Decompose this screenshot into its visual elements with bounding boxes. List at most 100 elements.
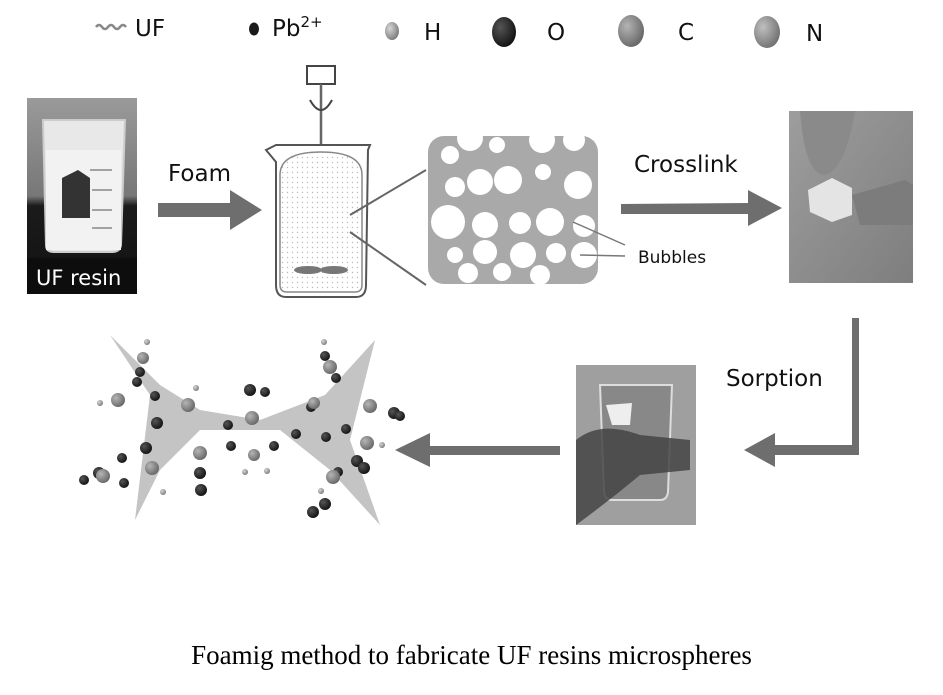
bubble bbox=[530, 265, 550, 285]
o-atom-icon bbox=[226, 441, 236, 451]
legend-item-uf: UF bbox=[95, 16, 165, 42]
c-atom-icon bbox=[137, 352, 149, 364]
foam-label: Foam bbox=[168, 161, 231, 187]
bubble bbox=[445, 177, 465, 197]
o-atom-icon bbox=[132, 377, 142, 387]
h-atom-icon bbox=[193, 385, 199, 391]
o-atom-icon bbox=[291, 429, 301, 439]
bubble bbox=[563, 129, 585, 151]
crosslinked-foam-photo bbox=[789, 111, 913, 283]
c-atom-icon bbox=[181, 398, 195, 412]
o-atom-icon bbox=[341, 424, 351, 434]
o-atom-icon bbox=[150, 391, 160, 401]
bubble bbox=[447, 247, 463, 263]
legend-item-o: O bbox=[492, 17, 565, 47]
h-atom-icon bbox=[97, 400, 103, 406]
h-atom-icon bbox=[242, 469, 248, 475]
c-atom-icon bbox=[145, 461, 159, 475]
bubble bbox=[472, 212, 498, 238]
legend-item-n: N bbox=[754, 16, 823, 48]
crosslink-label: Crosslink bbox=[634, 152, 738, 178]
sorption-label: Sorption bbox=[726, 366, 823, 392]
atoms-group bbox=[79, 339, 405, 518]
bubbles-group bbox=[431, 125, 597, 285]
o-atom-icon bbox=[358, 462, 370, 474]
o-atom-icon bbox=[269, 441, 279, 451]
o-atom-icon bbox=[79, 475, 89, 485]
legend-label-uf: UF bbox=[135, 16, 165, 42]
legend-label-c: C bbox=[678, 20, 694, 46]
o-atom-icon bbox=[119, 478, 129, 488]
uf-resin-label: UF resin bbox=[36, 266, 121, 290]
o-atom-icon bbox=[321, 432, 331, 442]
stirring-beaker bbox=[264, 65, 427, 298]
bubble bbox=[489, 137, 505, 153]
legend-item-c: C bbox=[618, 15, 694, 47]
legend: UF Pb2+ H O C N bbox=[95, 13, 823, 48]
o-atom-icon bbox=[195, 484, 207, 496]
c-atom-icon bbox=[323, 360, 337, 374]
crosslink-arrow: Crosslink bbox=[621, 152, 782, 226]
bubbles-label: Bubbles bbox=[638, 248, 706, 268]
o-atom-icon bbox=[320, 351, 330, 361]
o-atom-icon bbox=[117, 453, 127, 463]
c-atom-icon bbox=[363, 399, 377, 413]
bubble bbox=[573, 215, 595, 237]
h-sphere-icon bbox=[385, 22, 399, 40]
o-atom-icon bbox=[260, 387, 270, 397]
bubble bbox=[510, 242, 536, 268]
legend-label-h: H bbox=[424, 20, 441, 46]
o-atom-icon bbox=[319, 498, 331, 510]
c-atom-icon bbox=[111, 393, 125, 407]
bubble bbox=[473, 240, 497, 264]
h-atom-icon bbox=[321, 339, 327, 345]
c-atom-icon bbox=[245, 411, 259, 425]
c-atom-icon bbox=[193, 446, 207, 460]
c-sphere-icon bbox=[618, 15, 644, 47]
foam-magnified-view: Bubbles bbox=[428, 125, 706, 285]
foam-arrow: Foam bbox=[158, 161, 262, 230]
h-atom-icon bbox=[379, 442, 385, 448]
bubble bbox=[441, 146, 459, 164]
bubble bbox=[536, 208, 564, 236]
legend-item-pb: Pb2+ bbox=[249, 13, 323, 42]
c-atom-icon bbox=[360, 436, 374, 450]
o-atom-icon bbox=[151, 417, 163, 429]
legend-label-o: O bbox=[547, 20, 565, 46]
o-atom-icon bbox=[395, 411, 405, 421]
uf-chain-icon bbox=[95, 23, 127, 31]
o-atom-icon bbox=[331, 373, 341, 383]
figure-caption: Foamig method to fabricate UF resins mic… bbox=[191, 640, 752, 670]
h-atom-icon bbox=[160, 489, 166, 495]
bubble bbox=[546, 243, 566, 263]
legend-label-pb-text: Pb bbox=[272, 16, 300, 42]
n-sphere-icon bbox=[754, 16, 780, 48]
uf-resin-photo: UF resin bbox=[27, 98, 137, 294]
bubble bbox=[564, 171, 592, 199]
legend-label-n: N bbox=[806, 21, 823, 47]
h-atom-icon bbox=[144, 339, 150, 345]
pb-adsorbed-molecule bbox=[79, 335, 405, 525]
h-atom-icon bbox=[318, 488, 324, 494]
o-atom-icon bbox=[307, 506, 319, 518]
bubble bbox=[535, 164, 551, 180]
sorption-arrow: Sorption bbox=[726, 318, 859, 467]
bubble bbox=[529, 127, 555, 153]
o-atom-icon bbox=[223, 420, 233, 430]
o-sphere-icon bbox=[492, 17, 516, 47]
legend-label-pb-charge: 2+ bbox=[300, 13, 322, 31]
h-atom-icon bbox=[264, 468, 270, 474]
bubble bbox=[467, 169, 493, 195]
c-atom-icon bbox=[326, 470, 340, 484]
bubble bbox=[458, 263, 478, 283]
bubble bbox=[509, 212, 531, 234]
stirrer-motor-icon bbox=[306, 65, 336, 85]
pb-dot-icon bbox=[249, 22, 259, 36]
c-atom-icon bbox=[248, 449, 260, 461]
c-atom-icon bbox=[96, 469, 110, 483]
legend-label-pb: Pb2+ bbox=[272, 13, 323, 42]
sorption-beaker-photo bbox=[576, 365, 696, 525]
o-atom-icon bbox=[135, 367, 145, 377]
c-atom-icon bbox=[308, 397, 320, 409]
